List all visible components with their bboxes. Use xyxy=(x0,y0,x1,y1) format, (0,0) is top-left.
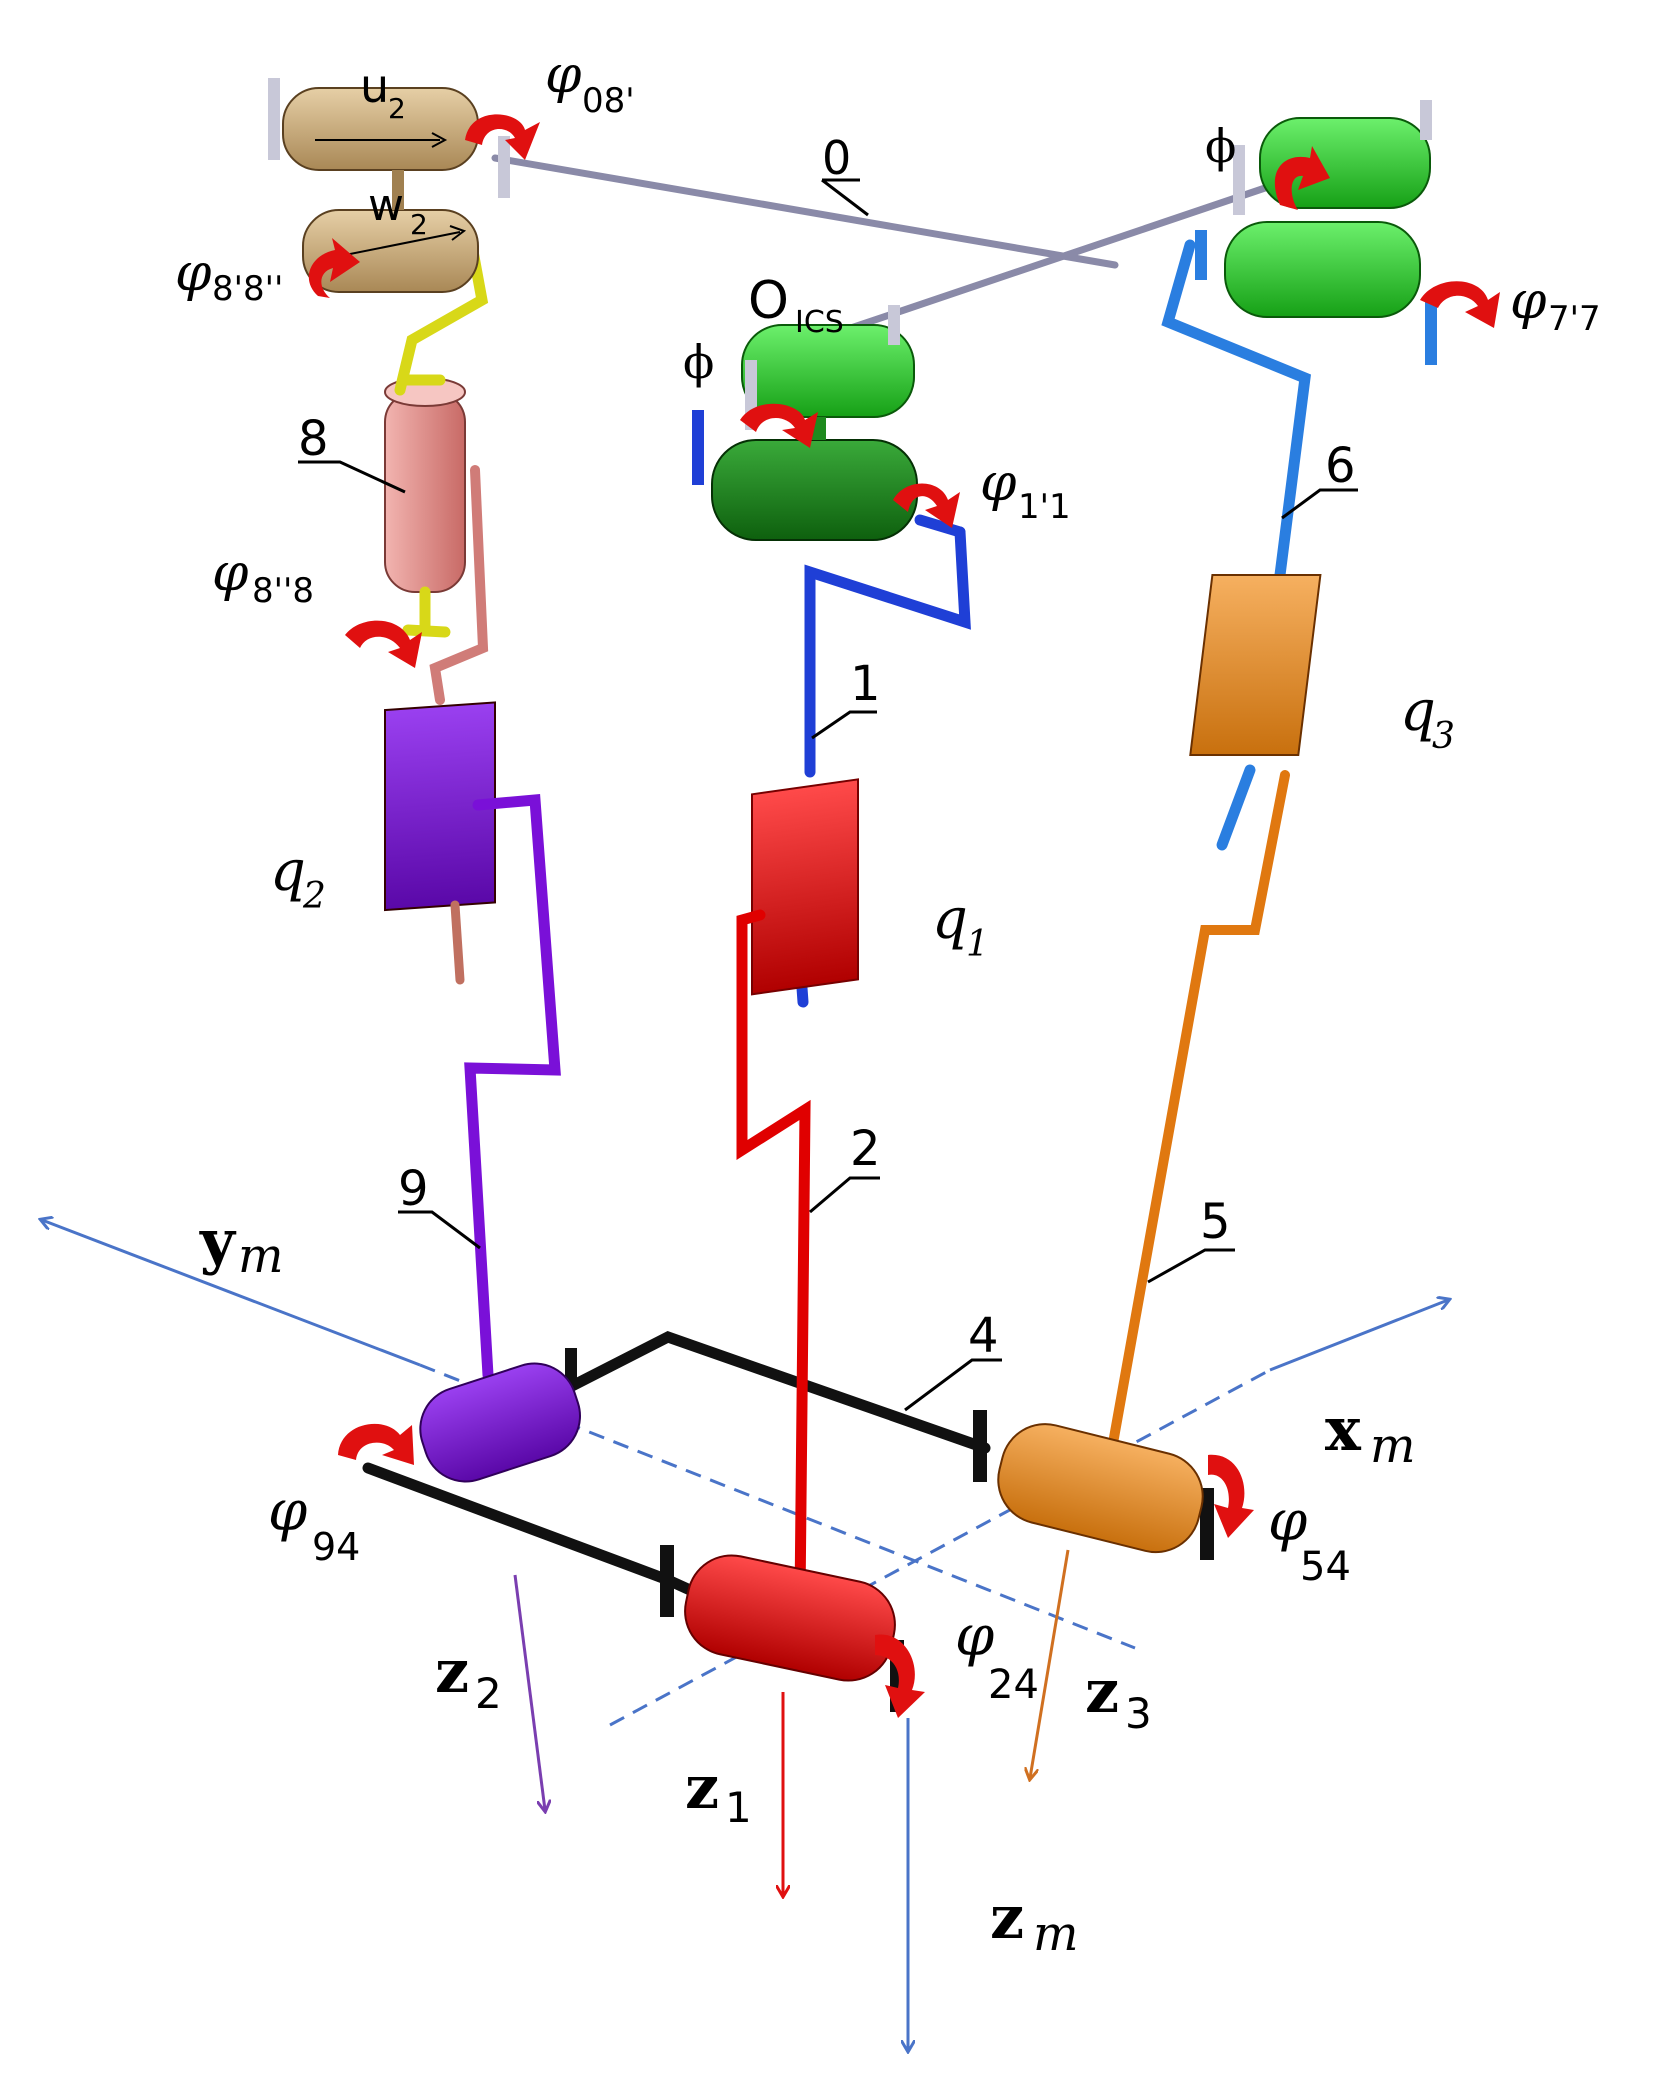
svg-text:2: 2 xyxy=(475,1669,502,1718)
leader-lines xyxy=(298,460,1358,1412)
link-4-label: 4 xyxy=(968,1308,999,1364)
rotation-arrows xyxy=(308,114,1500,1718)
svg-text:φ: φ xyxy=(545,45,582,105)
phi77-label: φ 7'7 xyxy=(1510,271,1601,339)
svg-text:x: x xyxy=(1325,1395,1362,1465)
svg-text:2: 2 xyxy=(302,876,326,917)
svg-text:54: 54 xyxy=(1300,1544,1351,1590)
link-9-stub xyxy=(450,900,465,985)
svg-text:O: O xyxy=(748,271,789,331)
link-0-leader xyxy=(821,178,869,217)
q3-label: q 3 xyxy=(1400,679,1455,757)
svg-text:u: u xyxy=(360,59,389,113)
phi-top-right-label: ϕ xyxy=(1205,119,1236,173)
w2-joint xyxy=(302,170,479,293)
q2-label: q 2 xyxy=(270,839,326,917)
svg-text:94: 94 xyxy=(312,1525,360,1569)
svg-text:φ: φ xyxy=(268,1479,307,1544)
phi24-label: φ 24 xyxy=(955,1604,1039,1708)
svg-text:7'7: 7'7 xyxy=(1548,299,1601,339)
svg-text:1: 1 xyxy=(725,1783,752,1832)
ym-label: y m xyxy=(199,1207,284,1284)
zm-label: z m xyxy=(990,1883,1079,1962)
u2-label: u 2 xyxy=(360,59,406,125)
phi94-label: φ 94 xyxy=(268,1479,360,1569)
svg-text:z: z xyxy=(435,1637,469,1707)
svg-text:8'8'': 8'8'' xyxy=(212,269,283,309)
svg-text:φ: φ xyxy=(1268,1489,1307,1554)
orange-base-joint xyxy=(997,1423,1204,1554)
svg-text:φ: φ xyxy=(1510,271,1547,331)
link-2-lower-red xyxy=(736,909,811,1606)
phi88b-label: φ 8''8 xyxy=(212,543,314,611)
svg-text:ICS: ICS xyxy=(795,305,844,340)
z1-label: z 1 xyxy=(685,1753,752,1832)
z2-label: z 2 xyxy=(435,1637,502,1718)
link-9-label: 9 xyxy=(398,1161,429,1217)
q1-prismatic-block xyxy=(751,778,859,996)
oics-label: O ICS xyxy=(748,271,844,340)
phi08-label: φ 08' xyxy=(545,45,635,121)
xm-label: x m xyxy=(1325,1395,1416,1474)
w2-label: w 2 xyxy=(368,180,428,241)
svg-text:3: 3 xyxy=(1125,1689,1152,1738)
svg-text:w: w xyxy=(368,180,404,231)
link-8-label: 8 xyxy=(298,411,329,467)
link-5-orange xyxy=(1105,770,1290,1465)
svg-text:q: q xyxy=(270,839,306,904)
svg-text:y: y xyxy=(199,1207,237,1277)
svg-text:24: 24 xyxy=(988,1662,1039,1708)
z3-label: z 3 xyxy=(1085,1657,1152,1738)
svg-text:2: 2 xyxy=(388,92,406,125)
xm-axis xyxy=(1269,1300,1448,1372)
svg-text:φ: φ xyxy=(955,1604,994,1669)
link-5-label: 5 xyxy=(1200,1194,1231,1250)
purple-base-joint xyxy=(419,1362,581,1483)
svg-text:m: m xyxy=(238,1228,284,1284)
svg-text:z: z xyxy=(1085,1657,1119,1727)
phi54-label: φ 54 xyxy=(1268,1489,1351,1590)
link-1-label: 1 xyxy=(850,656,881,712)
q1-label: q 1 xyxy=(932,887,989,965)
svg-text:φ: φ xyxy=(175,243,212,303)
base-diagonal-2 xyxy=(609,1368,1271,1727)
phi88a-label: φ 8'8'' xyxy=(175,243,283,309)
phi-left-mid-label: ϕ xyxy=(683,335,714,389)
q3-prismatic-block xyxy=(1189,574,1322,756)
link-0-label: 0 xyxy=(822,131,851,185)
svg-text:08': 08' xyxy=(582,81,635,121)
svg-text:1'1: 1'1 xyxy=(1018,487,1071,527)
z2-axis xyxy=(513,1574,545,1810)
svg-text:z: z xyxy=(990,1883,1024,1953)
link-8-pink xyxy=(429,465,489,705)
link-9-purple xyxy=(464,794,561,1381)
link-6-blue xyxy=(1161,239,1311,851)
svg-text:3: 3 xyxy=(1432,716,1455,757)
svg-text:2: 2 xyxy=(410,208,428,241)
svg-text:m: m xyxy=(1033,1906,1079,1962)
svg-text:q: q xyxy=(932,887,968,952)
ym-axis xyxy=(42,1220,421,1367)
red-base-joint xyxy=(684,1554,896,1682)
z3-axis xyxy=(1030,1549,1070,1778)
link-0-top-platform xyxy=(491,154,1269,334)
svg-text:z: z xyxy=(685,1753,719,1823)
svg-text:8''8: 8''8 xyxy=(252,571,314,611)
link-6-label: 6 xyxy=(1325,438,1356,494)
u2-joint xyxy=(268,78,510,198)
svg-text:m: m xyxy=(1370,1418,1416,1474)
svg-text:φ: φ xyxy=(212,543,249,603)
svg-text:q: q xyxy=(1400,679,1436,744)
link-8-cylinder xyxy=(384,391,466,593)
phi11-label: φ 1'1 xyxy=(980,453,1071,527)
svg-text:φ: φ xyxy=(980,453,1017,513)
svg-text:1: 1 xyxy=(966,924,989,965)
link-2-label: 2 xyxy=(850,1121,881,1177)
